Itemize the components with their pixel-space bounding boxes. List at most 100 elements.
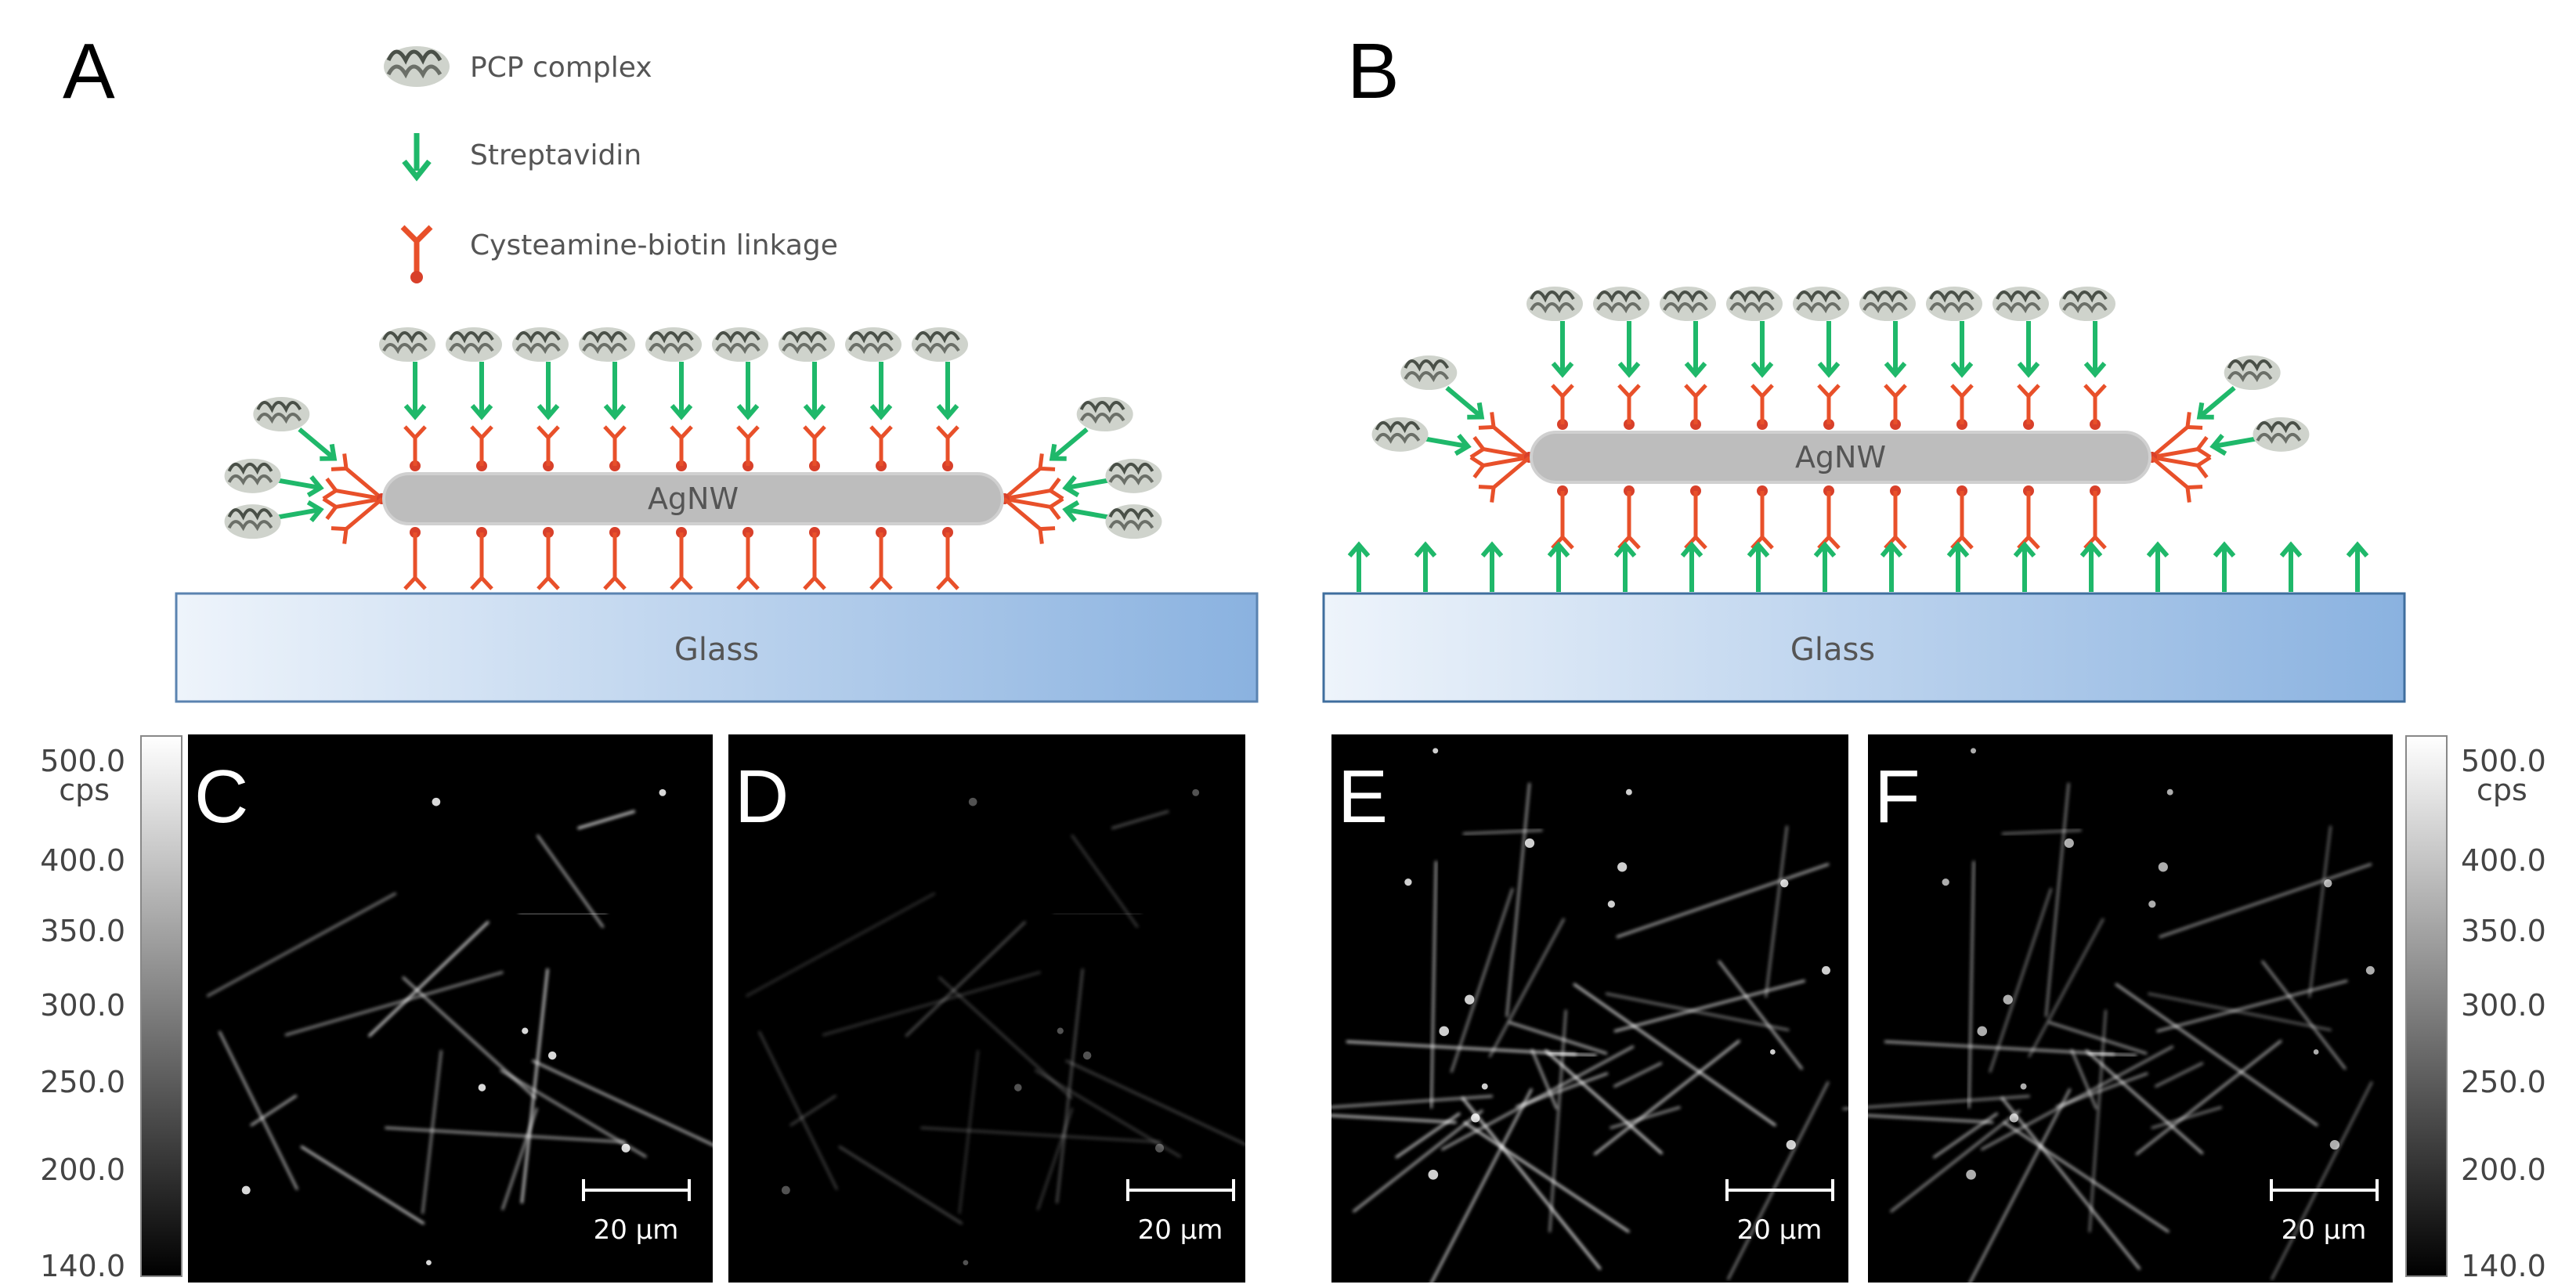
linkers-b: [1347, 287, 2369, 592]
nanowire-fiber: [1395, 1112, 1461, 1159]
pcp-complex-icon: [1993, 287, 2049, 321]
nanowire-fiber: [1989, 887, 2053, 1073]
particle-dot: [1433, 748, 1439, 754]
linker-fork-icon: [403, 575, 427, 590]
nanowire-fiber: [2270, 1081, 2373, 1281]
linker-stem-icon: [335, 496, 383, 509]
legend-label-pcp: PCP complex: [470, 52, 652, 84]
streptavidin-arrowhead-icon: [1613, 541, 1637, 557]
streptavidin-arrowhead-icon: [1467, 402, 1485, 420]
colorbar-left-unit: cps: [59, 773, 110, 807]
micrograph-e: E 20 µm: [1305, 734, 1848, 1288]
colorbar-left-tick: 140.0: [40, 1249, 125, 1283]
scale-bar-label-d: 20 µm: [1138, 1214, 1223, 1246]
scale-bar-label-e: 20 µm: [1737, 1214, 1823, 1246]
linker-fork-icon: [1038, 453, 1056, 471]
nanowire-fiber: [1427, 1088, 1534, 1288]
micrograph-d: D 20 µm: [728, 734, 1259, 1283]
nanowire-fiber: [745, 892, 936, 998]
linker-fork-icon: [1469, 435, 1487, 460]
particle-dot: [1977, 1026, 1988, 1037]
particle-dot: [1942, 878, 1949, 886]
linker-fork-icon: [2017, 384, 2040, 399]
streptavidin-arrow-icon: [1422, 436, 1469, 449]
streptavidin-arrowhead-icon: [2083, 362, 2107, 378]
linker-fork-icon: [1038, 526, 1056, 544]
nanowire-fiber: [1613, 1062, 1663, 1088]
streptavidin-arrowhead-icon: [1062, 500, 1080, 523]
linker-stem-icon: [1492, 456, 1531, 489]
streptavidin-arrowhead-icon: [1551, 362, 1574, 378]
colorbar-right-tick: 300.0: [2461, 988, 2546, 1023]
particle-dot: [1465, 994, 1475, 1005]
linker-fork-icon: [322, 496, 339, 521]
linker-fork-icon: [1478, 412, 1496, 430]
streptavidin-arrow-icon: [1050, 427, 1089, 460]
pcp-complex-icon: [912, 327, 968, 362]
streptavidin-arrow-icon: [1065, 478, 1111, 491]
particle-dot: [1966, 1169, 1976, 1180]
nanowire-fiber: [1613, 980, 1806, 1033]
colorbar-left-tick: 300.0: [40, 988, 125, 1023]
linker-stem-icon: [2151, 455, 2198, 467]
pcp-complex-icon: [1726, 287, 1783, 321]
streptavidin-arrowhead-icon: [1747, 541, 1770, 557]
particle-dot: [1617, 862, 1628, 872]
colorbar-right-tick: 400.0: [2461, 843, 2546, 878]
linker-fork-icon: [2195, 435, 2212, 460]
linker-fork-icon: [1617, 534, 1641, 550]
nanowire-fiber: [1842, 1095, 2030, 1110]
pcp-complex-icon: [512, 327, 569, 362]
particle-dot: [426, 1260, 432, 1266]
pcp-complex-icon: [1793, 287, 1849, 321]
particle-dot: [621, 1143, 630, 1153]
streptavidin-arrowhead-icon: [869, 404, 893, 420]
nanowire-fiber: [920, 1126, 1162, 1144]
linker-fork-icon: [1750, 534, 1774, 550]
nanowire-fibers-c: [206, 788, 726, 1266]
nanowire-fiber: [421, 1050, 443, 1214]
linker-fork-icon: [1469, 455, 1487, 479]
nanowire-fiber: [1034, 1069, 1182, 1158]
linker-fork-icon: [1684, 534, 1707, 550]
legend: PCP complex Streptavidin Cysteamine-biot…: [384, 46, 838, 283]
glass-substrate-b: [1322, 592, 2406, 703]
streptavidin-arrowhead-icon: [670, 404, 693, 420]
streptavidin-arrowhead-icon: [1617, 362, 1641, 378]
linker-stem-icon: [1003, 467, 1042, 500]
particle-dot: [1013, 1084, 1022, 1091]
nanowire-fiber: [958, 1050, 980, 1214]
scale-bar-d: 20 µm: [1126, 1179, 1235, 1246]
nanowire-fiber: [1548, 1009, 1567, 1232]
streptavidin-arrow-icon: [1445, 385, 1483, 419]
linker-fork-icon: [1884, 384, 1907, 399]
pcp-complex-icon: [579, 327, 635, 362]
linker-fork-icon: [537, 425, 560, 441]
nanowire-fiber: [1605, 992, 1790, 1032]
nanowire-fiber: [1462, 828, 1543, 835]
nanowire-fiber: [2260, 960, 2347, 1070]
nanowire-fiber: [2044, 782, 2070, 1017]
colorbar-left-tick: 250.0: [40, 1065, 125, 1099]
nanowire-fiber: [2085, 1049, 2204, 1155]
colorbar-left-tick: 350.0: [40, 914, 125, 948]
pcp-complex-icon: [224, 504, 281, 539]
particle-dot: [2313, 1049, 2319, 1055]
nanowire-fiber: [206, 892, 397, 998]
particle-dot: [1524, 838, 1535, 848]
pcp-complex-icon: [253, 397, 310, 432]
pcp-complex-icon: [1926, 287, 1982, 321]
pcp-complex-icon: [845, 327, 901, 362]
nanowire-fiber: [1346, 1040, 1577, 1056]
streptavidin-arrowhead-icon: [2209, 433, 2227, 456]
linker-stem-icon: [1492, 425, 1531, 459]
pcp-complex-icon: [1660, 287, 1716, 321]
nanowire-fiber: [2154, 1062, 2204, 1088]
particle-dot: [1786, 1140, 1796, 1150]
streptavidin-arrowhead-icon: [1347, 541, 1371, 557]
nanowire-fiber: [1593, 1039, 1741, 1156]
nanowire-fiber: [1967, 860, 1975, 1109]
scale-bar-f: 20 µm: [2270, 1179, 2379, 1246]
diagram-a: Glass AgNW: [175, 327, 1259, 703]
streptavidin-arrowhead-icon: [1684, 362, 1707, 378]
